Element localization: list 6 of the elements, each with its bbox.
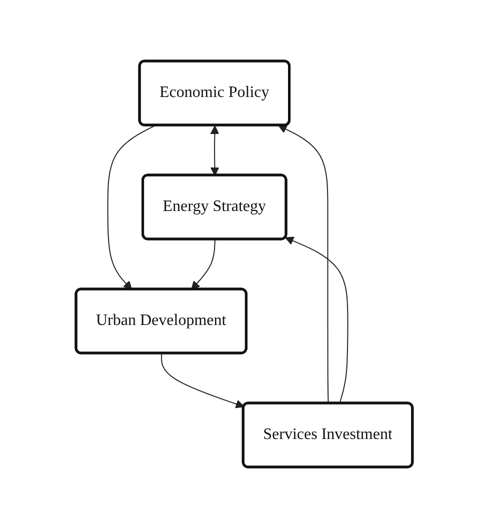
arrow <box>278 125 330 404</box>
arrow <box>210 126 220 176</box>
arrow <box>161 353 245 408</box>
arrow <box>285 236 349 404</box>
arrow <box>191 239 216 290</box>
arrow <box>108 125 156 290</box>
